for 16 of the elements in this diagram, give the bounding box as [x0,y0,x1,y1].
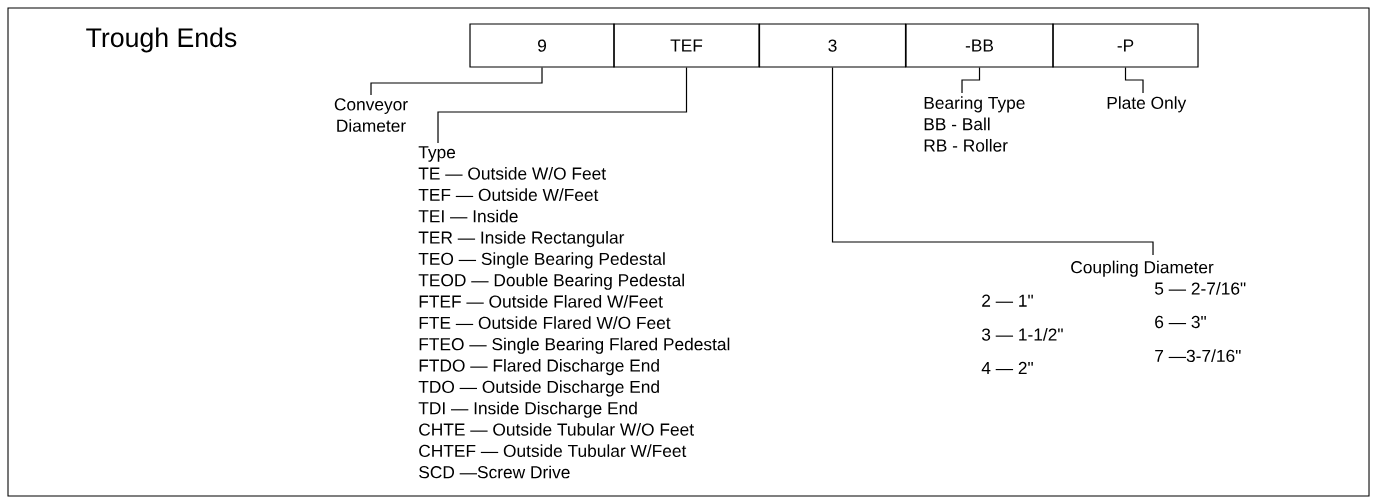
label-text: Plate Only [1107,96,1187,113]
leader-line [831,67,1154,256]
title: Trough Ends [86,27,237,53]
leader-line [961,67,981,94]
code-box: TEF [613,23,760,68]
leader-line [370,67,543,96]
label-text: Conveyor Diameter [334,98,408,132]
leader-line [437,67,688,144]
option-list: Type TE — Outside W/O Feet TEF — Outside W/Feet TEI — Inside TER — Inside Rectangular TEO — Single Bearing Pedestal TEOD — Double Bearing Pedestal FTEF — Outside Flared W/Feet FTE — Outside Flared W/O Feet FTEO — Single Bearing Flared Pedestal FTDO — Flared Discharge End TDO — Outside Discharge End TDI — Inside Discharge End CHTE — Outside Tubular W/O Feet CHTEF — Outside Tubular W/Feet SCD —Screw Drive [418,146,730,479]
code-box: -P [1052,23,1199,68]
code-box: -BB [905,23,1054,68]
code-box: 9 [469,23,615,68]
code-box: 3 [758,23,907,68]
option-list: Bearing Type BB - Ball RB - Roller [924,96,1025,152]
option-list: Coupling Diameter 2 — 1" 5 — 2-7/16" 3 — 1-1/2" 6 — 3" 4 — 2" 7 —3-7/16" [981,260,1246,374]
leader-line [1124,67,1144,94]
